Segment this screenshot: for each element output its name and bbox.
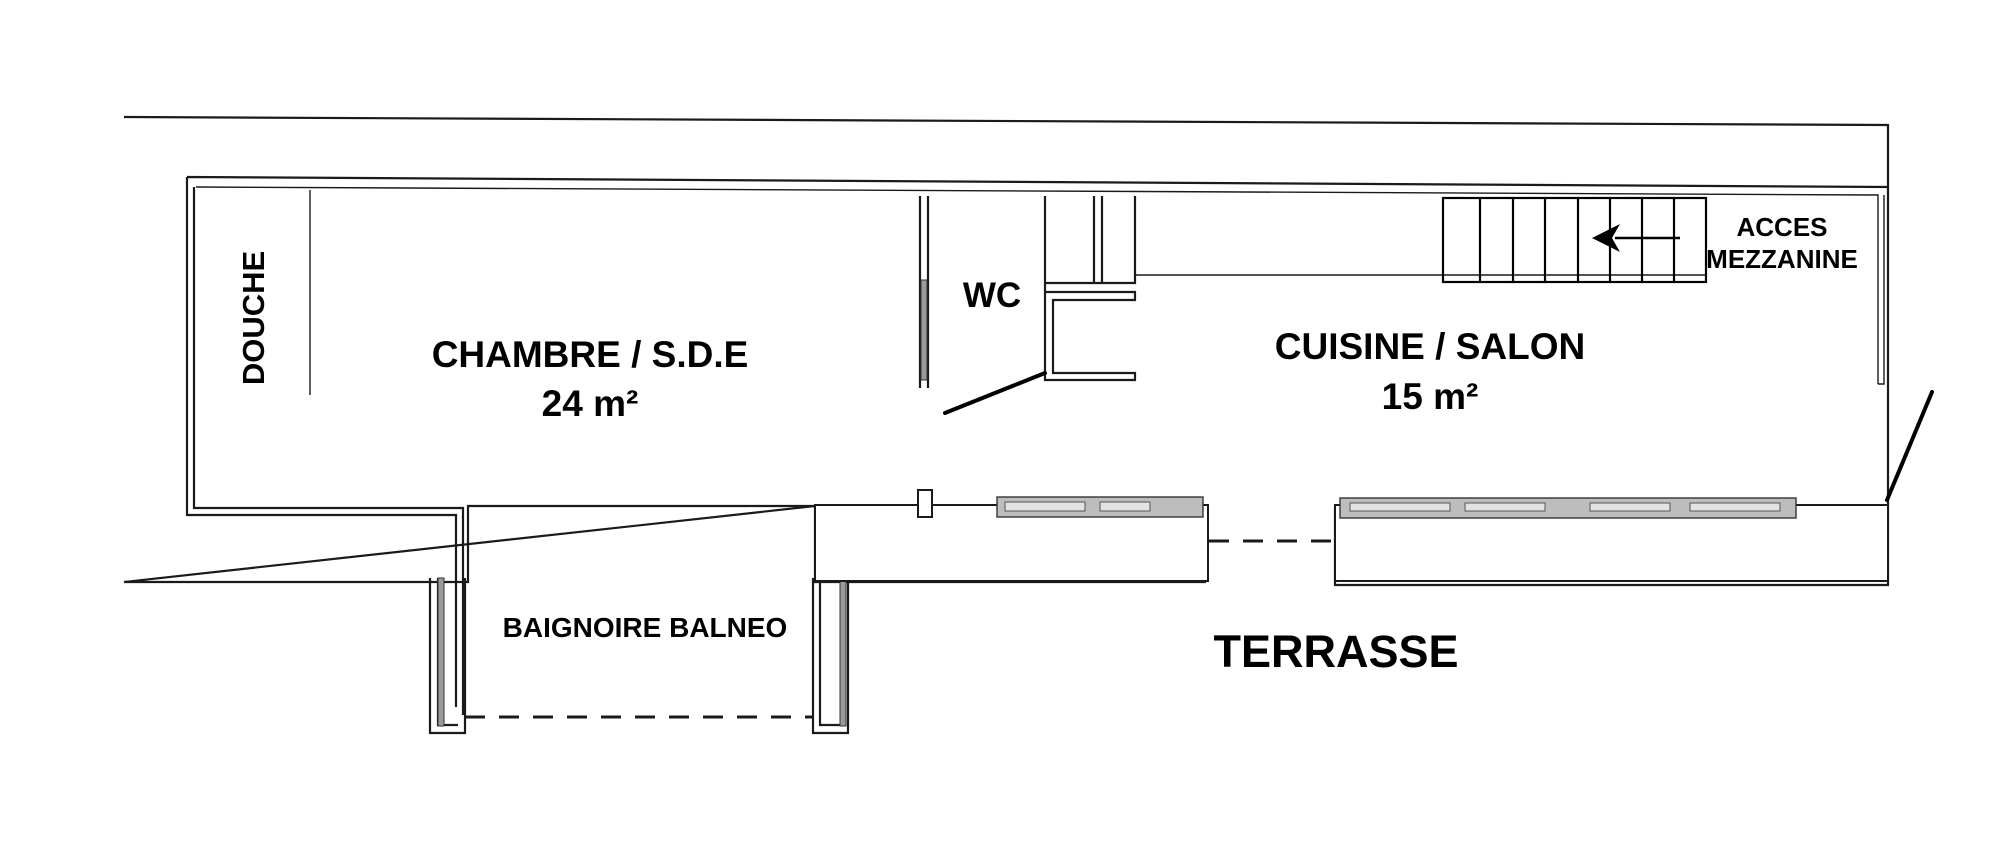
- label-chambre-area: 24 m²: [542, 383, 639, 424]
- wc-left-wall: [918, 196, 930, 388]
- label-acces: ACCES: [1736, 212, 1827, 242]
- wc-right-wall: [1043, 196, 1137, 382]
- label-baignoire: BAIGNOIRE BALNEO: [503, 612, 788, 643]
- window-right: [1339, 497, 1797, 519]
- window-right-pane-2: [1464, 502, 1546, 512]
- label-terrasse: TERRASSE: [1213, 626, 1458, 677]
- window-right-pane-1: [1349, 502, 1451, 512]
- wc-walls: [918, 196, 1705, 415]
- bath-right-wall-fill: [839, 577, 847, 727]
- bath-walls: [428, 577, 850, 735]
- arrow-left-icon: [1592, 224, 1680, 252]
- window-left-pane-2: [1099, 501, 1151, 512]
- window-right-pane-3: [1589, 502, 1671, 512]
- label-chambre-name: CHAMBRE / S.D.E: [432, 334, 749, 375]
- window-left-pane-1: [1004, 501, 1086, 512]
- bath-left-wall-fill: [437, 577, 445, 727]
- label-douche: DOUCHE: [236, 251, 271, 385]
- window-right-pane-4: [1689, 502, 1781, 512]
- front-post-left: [917, 489, 933, 518]
- stair-outline: [1441, 196, 1708, 284]
- bath-right-wall: [811, 578, 850, 735]
- entry-door: [1885, 390, 1934, 502]
- top-wall-inner-line: [195, 186, 1885, 385]
- stairs: [1441, 196, 1708, 284]
- label-wc: WC: [963, 276, 1021, 315]
- bath-left-wall: [428, 578, 467, 735]
- inner-wall-outline: [185, 175, 1889, 715]
- outer-walls: [123, 115, 1890, 715]
- wc-left-wall-fill: [920, 279, 928, 381]
- labels: DOUCHE CHAMBRE / S.D.E 24 m² WC CUISINE …: [236, 212, 1858, 677]
- wc-door-leaf: [943, 371, 1047, 415]
- entry-door-leaf: [1885, 390, 1934, 502]
- label-cuisine-area: 15 m²: [1382, 376, 1479, 417]
- label-mezzanine: MEZZANINE: [1706, 244, 1858, 274]
- label-cuisine-name: CUISINE / SALON: [1275, 326, 1585, 367]
- front-walls: [814, 489, 1889, 582]
